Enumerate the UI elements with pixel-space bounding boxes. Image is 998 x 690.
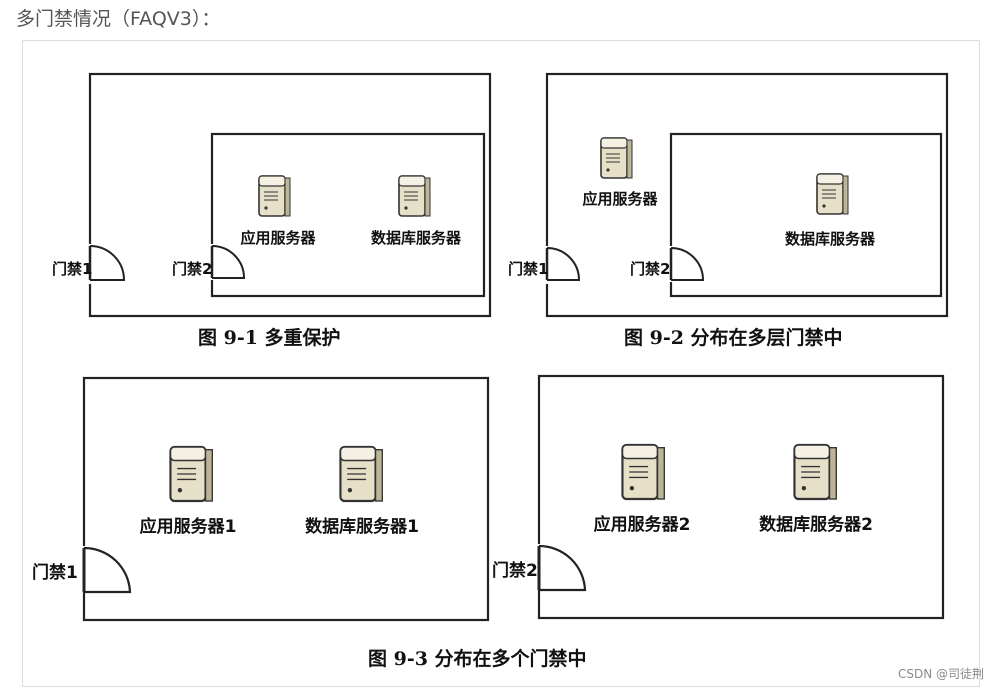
door-label: 门禁2 <box>630 260 670 278</box>
room-left <box>82 376 490 622</box>
server-label: 数据库服务器2 <box>759 514 873 535</box>
server-icon <box>398 175 431 217</box>
figure-caption: 图 9-2 分布在多层门禁中 <box>624 326 843 349</box>
door-label: 门禁1 <box>52 260 92 278</box>
door-icon <box>83 546 132 594</box>
door-label: 门禁1 <box>508 260 548 278</box>
server-icon <box>339 445 384 503</box>
door-icon <box>538 544 587 592</box>
room-right <box>537 374 945 620</box>
door-label: 门禁2 <box>492 560 538 581</box>
door-icon <box>89 245 126 281</box>
page-title: 多门禁情况（FAQV3）： <box>16 8 221 30</box>
outer-room <box>545 72 949 318</box>
server-icon <box>258 175 291 217</box>
door-icon <box>211 245 246 279</box>
inner-room <box>669 132 943 298</box>
server-icon <box>621 443 666 501</box>
server-icon <box>600 137 633 179</box>
door-label: 门禁1 <box>32 562 78 583</box>
server-label: 应用服务器 <box>582 190 658 208</box>
server-icon <box>169 445 214 503</box>
figure-9-2: 门禁1 门禁2 应用服务器 数据库服务器 图 9-2 分布在多层门禁中 <box>508 72 949 349</box>
figure-9-3: 门禁1 门禁2 应用服务器1 数据库服务器1 应用服务器2 数据库服务器2 图 … <box>32 374 945 670</box>
server-label: 数据库服务器 <box>785 230 876 248</box>
figure-9-1: 门禁1 门禁2 应用服务器 数据库服务器 图 9-1 多重保护 <box>52 72 492 349</box>
inner-room <box>210 132 486 298</box>
server-label: 应用服务器2 <box>594 514 691 535</box>
figure-caption: 图 9-3 分布在多个门禁中 <box>368 647 587 670</box>
figure-frame <box>22 40 980 687</box>
server-label: 应用服务器 <box>240 229 316 247</box>
outer-room <box>88 72 492 318</box>
door-icon <box>546 247 581 281</box>
door-icon <box>670 247 705 281</box>
server-icon <box>816 173 849 215</box>
door-label: 门禁2 <box>172 260 212 278</box>
server-label: 数据库服务器 <box>371 229 462 247</box>
csdn-watermark: CSDN @司徒荆 <box>897 667 984 681</box>
server-label: 应用服务器1 <box>140 516 237 537</box>
figure-caption: 图 9-1 多重保护 <box>198 326 341 349</box>
server-icon <box>793 443 838 501</box>
server-label: 数据库服务器1 <box>305 516 419 537</box>
